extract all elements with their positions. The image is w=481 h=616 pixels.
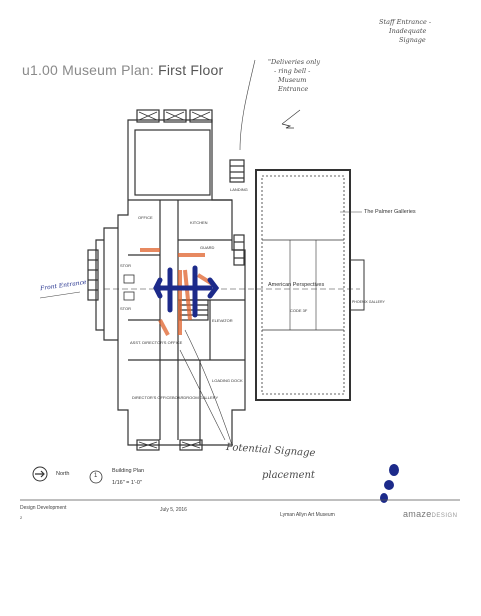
american-perspectives-label: American Perspectives [268, 282, 325, 288]
page-title: u1.00 Museum Plan: First Floor [22, 62, 223, 78]
footer-sheet-number: 2 [20, 515, 23, 520]
scale-label: 1/16" = 1'-0" [112, 480, 142, 486]
blue-arrow-annotations [153, 265, 220, 318]
footer-date: July 5, 2016 [160, 507, 187, 513]
plan-number: 1 [94, 473, 98, 479]
room-label: ASST. DIRECTOR'S OFFICE [130, 340, 183, 345]
room-label: KITCHEN [190, 220, 208, 225]
callout-leaders [39, 59, 362, 446]
footer-project: Lyman Allyn Art Museum [280, 512, 335, 518]
room-label: PHOENIX GALLERY [352, 300, 385, 304]
footer-phase: Design Development [20, 505, 67, 511]
handwritten-note-potential-signage-line2: placement [262, 470, 315, 481]
palmer-galleries-label: The Palmer Galleries [364, 209, 416, 215]
north-arrow-icon [32, 466, 48, 482]
room-label: GUARD [200, 245, 215, 250]
north-label: North [56, 471, 70, 477]
building-plan-label: Building Plan [112, 468, 145, 474]
ink-dots [380, 464, 399, 503]
title-emphasis: First Floor [158, 62, 224, 78]
room-label: ELEVATOR [212, 318, 233, 323]
red-annotations [140, 248, 216, 336]
room-label: DIRECTOR'S OFFICE [132, 395, 173, 400]
room-label: LANDING [230, 187, 248, 192]
plan-walls [87, 109, 246, 451]
brand-logo: amazeDESIGN [403, 509, 458, 519]
room-label: STOR [120, 263, 132, 268]
room-label: BOARDROOM GALLERY [172, 395, 219, 400]
plan-number-badge [89, 470, 103, 484]
room-label: OFFICE [138, 215, 153, 220]
handwritten-note-deliveries: "Deliveries only - ring bell - Museum En… [268, 58, 321, 93]
title-prefix: u1.00 Museum Plan: [22, 62, 155, 78]
room-label: CODE 3F [290, 308, 308, 313]
palmer-galleries-plan [255, 109, 365, 401]
handwritten-note-staff-entrance: Staff Entrance - Inadequate Signage [379, 18, 432, 44]
plan-fixtures [123, 111, 211, 449]
room-label: LOADING DOCK [212, 378, 243, 383]
room-label: STOR [120, 306, 132, 311]
